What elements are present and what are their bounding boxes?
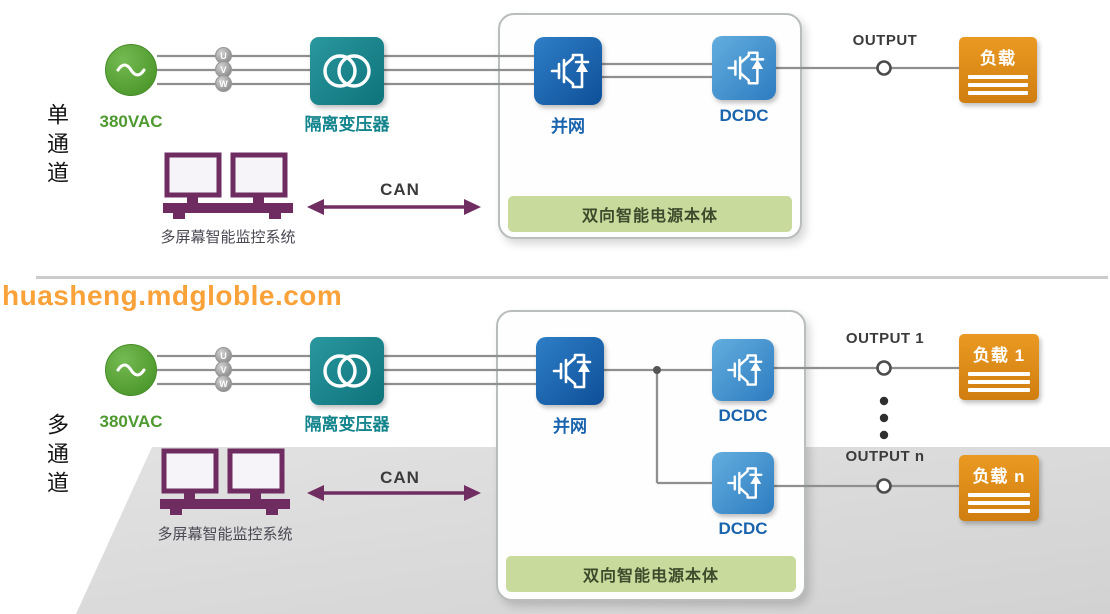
- load-1-label: 负载 1: [972, 346, 1026, 365]
- load-bars: [959, 493, 1039, 521]
- can-bus-label: CAN: [380, 180, 420, 199]
- dcdc-converter-n-box: [712, 452, 774, 514]
- isolation-transformer-label: 隔离变压器: [304, 115, 390, 134]
- monitors-icon: [163, 152, 293, 219]
- grid-inverter-label: 并网: [551, 117, 585, 136]
- enclosure-title-bar: 双向智能电源本体: [506, 556, 796, 592]
- load-bar: [968, 75, 1028, 79]
- phase-w-marker: W: [215, 75, 232, 92]
- isolation-transformer-label: 隔离变压器: [304, 415, 390, 434]
- source-voltage-label: 380VAC: [99, 112, 163, 131]
- load-bars: [959, 75, 1037, 103]
- phase-w-marker: W: [215, 375, 232, 392]
- output-terminal-circles: [876, 60, 892, 494]
- load-n-label: 负载 n: [972, 467, 1026, 486]
- dcdc-converter-n-label: DCDC: [718, 519, 768, 538]
- load-bar: [968, 372, 1030, 376]
- grid-inverter-box: [534, 37, 602, 105]
- igbt-icon: [727, 51, 765, 85]
- load-label: 负载: [980, 49, 1016, 68]
- dcdc-converter-label: DCDC: [719, 106, 769, 125]
- isolation-transformer-box: [310, 337, 384, 405]
- dcdc-converter-1-box: [712, 339, 774, 401]
- can-bus-label: CAN: [380, 468, 420, 487]
- can-arrow-heads: [307, 199, 481, 501]
- source-voltage-label: 380VAC: [99, 412, 163, 431]
- igbt-icon: [727, 467, 763, 499]
- output-label: OUTPUT: [852, 32, 918, 49]
- grid-inverter-box: [536, 337, 604, 405]
- output-1-label: OUTPUT 1: [845, 330, 925, 347]
- ac-source-icon: [105, 344, 157, 396]
- section-divider: [36, 276, 1108, 279]
- branch-junction-dot: [653, 366, 661, 374]
- load-1-box: 负载 1: [959, 334, 1039, 400]
- load-box: 负载: [959, 37, 1037, 103]
- load-bar: [968, 509, 1030, 513]
- watermark-text: huasheng.mdgloble.com: [2, 280, 343, 311]
- can-arrow-lines: [322, 205, 466, 495]
- monitoring-system-icon-wrap: [163, 152, 293, 227]
- load-bar: [968, 83, 1028, 87]
- monitoring-system-label: 多屏幕智能监控系统: [160, 229, 296, 246]
- load-bars: [959, 372, 1039, 400]
- enclosure-title-bar: 双向智能电源本体: [508, 196, 792, 232]
- isolation-transformer-box: [310, 37, 384, 105]
- dcdc-converter-1-label: DCDC: [718, 406, 768, 425]
- grid-inverter-label: 并网: [553, 417, 587, 436]
- load-bar: [968, 388, 1030, 392]
- sine-wave-icon: [116, 63, 146, 77]
- monitors-icon: [160, 448, 290, 515]
- sine-wave-icon: [116, 363, 146, 377]
- channels-ellipsis-dots: [879, 396, 889, 440]
- transformer-coils-icon: [323, 54, 371, 88]
- dcdc-converter-box: [712, 36, 776, 100]
- transformer-coils-icon: [323, 354, 371, 388]
- ac-source-icon: [105, 44, 157, 96]
- igbt-icon: [552, 353, 592, 389]
- section-label-single-channel: 单通道: [44, 103, 69, 190]
- phase-u-marker: U: [215, 347, 232, 364]
- igbt-icon: [550, 53, 590, 89]
- load-bar: [968, 501, 1030, 505]
- section-label-multi-channel: 多通道: [44, 413, 69, 500]
- load-bar: [968, 380, 1030, 384]
- output-n-label: OUTPUT n: [845, 448, 925, 465]
- monitoring-system-label: 多屏幕智能监控系统: [157, 526, 293, 543]
- load-n-box: 负载 n: [959, 455, 1039, 521]
- igbt-icon: [727, 354, 763, 386]
- monitoring-system-icon-wrap: [160, 448, 290, 523]
- load-bar: [968, 91, 1028, 95]
- load-bar: [968, 493, 1030, 497]
